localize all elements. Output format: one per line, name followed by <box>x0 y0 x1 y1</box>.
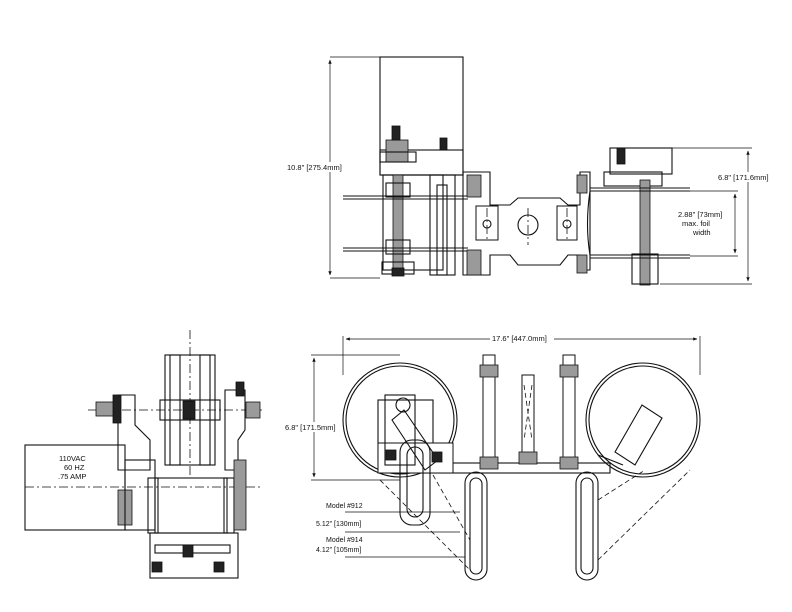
reel-right <box>585 362 701 478</box>
motor-current-label: .75 AMP <box>58 472 86 481</box>
side-view: 110VAC 60 HZ .75 AMP <box>24 330 262 579</box>
motor-voltage-label: 110VAC <box>59 454 86 463</box>
model-914-value: 4.12" [105mm] <box>316 547 361 554</box>
model-dimensions: Model #912 5.12" [130mm] Model #914 4.12… <box>316 503 465 558</box>
top-view: 10.8" [275.4mm] <box>286 56 777 286</box>
dimension-top-right-height: 6.8" [171.6mm] <box>660 147 777 285</box>
foil-width-text-2: width <box>692 228 711 237</box>
roller-assembly-right <box>586 147 690 286</box>
model-912-value: 5.12" [130mm] <box>316 521 361 528</box>
shaft-top-left <box>392 174 404 271</box>
frame-bar-top <box>462 171 591 276</box>
foil-width-value: 2.88" [73mm] <box>678 210 722 219</box>
dimension-top-height-label: 10.8" [275.4mm] <box>287 163 342 172</box>
studs <box>479 354 579 470</box>
dimension-bottom-height: 6.8" [171.5mm] <box>284 354 400 481</box>
dimension-overall-length: 17.6" [447.0mm] <box>342 333 701 375</box>
clamp-top-left <box>385 139 409 163</box>
model-914-label: Model #914 <box>326 537 363 544</box>
dimension-foil-width: 2.88" [73mm] max. foil width <box>678 190 738 257</box>
dimension-top-height: 10.8" [275.4mm] <box>286 56 380 279</box>
dimension-top-right-height-label: 6.8" [171.6mm] <box>718 173 769 182</box>
dimension-overall-length-label: 17.6" [447.0mm] <box>492 334 547 343</box>
foil-width-text: max. foil <box>682 219 710 228</box>
model-912-label: Model #912 <box>326 503 363 510</box>
motor-frequency-label: 60 HZ <box>64 463 85 472</box>
dimension-bottom-height-label: 6.8" [171.5mm] <box>285 423 336 432</box>
front-view: 17.6" [447.0mm] 6.8" [171.5mm] <box>284 333 701 581</box>
